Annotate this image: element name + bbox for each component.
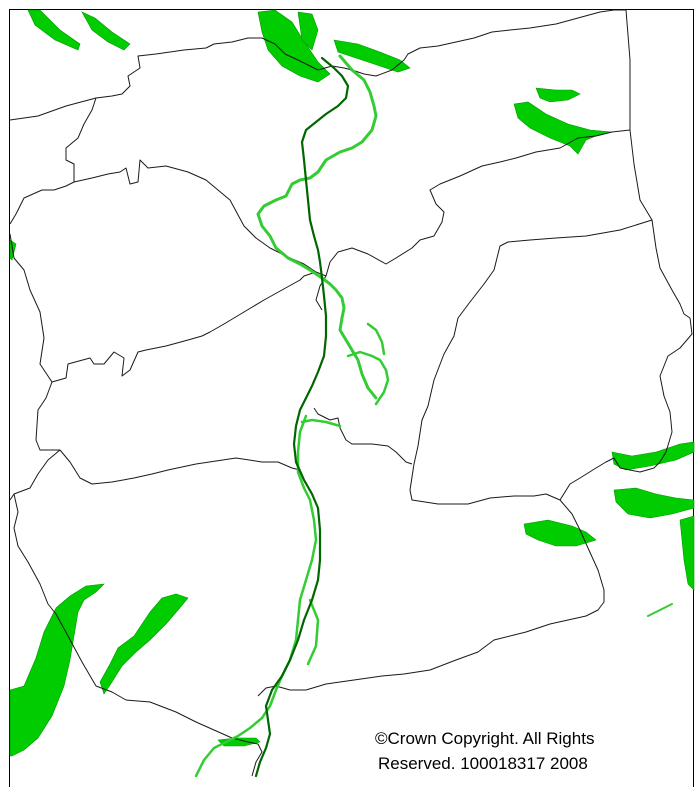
boundary-line (409, 219, 653, 505)
woodland-area (9, 583, 105, 757)
woodland-area (257, 9, 331, 83)
woodland-area (513, 101, 613, 155)
woodland-area (613, 487, 695, 519)
stream (194, 414, 318, 778)
main-river (254, 56, 350, 778)
boundary-layer (9, 9, 693, 777)
boundary-line (595, 9, 631, 137)
map-frame (9, 9, 694, 787)
boundary-line (13, 493, 263, 777)
stream (647, 603, 673, 617)
woodland-area (81, 11, 131, 51)
boundary-line (559, 129, 693, 501)
stream (366, 322, 386, 356)
boundary-line (35, 381, 301, 485)
woodland-area (679, 515, 695, 591)
boundary-line (317, 9, 626, 77)
boundary-line (257, 499, 605, 697)
stream (300, 418, 342, 428)
woodland-area (27, 9, 81, 51)
boundary-line (9, 37, 319, 121)
boundary-line (313, 407, 413, 465)
boundary-line (9, 449, 61, 501)
boundary-line (9, 97, 97, 225)
river-layer (254, 56, 350, 778)
woodland-area (535, 87, 581, 103)
stream-layer (194, 54, 673, 778)
woodland-layer (9, 9, 695, 757)
copyright-line-2: Reserved. 100018317 2008 (378, 754, 588, 773)
woodland-area (99, 593, 189, 695)
stream (346, 350, 390, 406)
boundary-line (9, 233, 305, 383)
boundary-line (325, 135, 597, 277)
stream (306, 598, 320, 666)
copyright-line-1: ©Crown Copyright. All Rights (375, 729, 595, 748)
woodland-area (611, 441, 695, 471)
stream (256, 54, 378, 400)
woodland-area (297, 11, 319, 51)
woodland-area (333, 39, 411, 73)
